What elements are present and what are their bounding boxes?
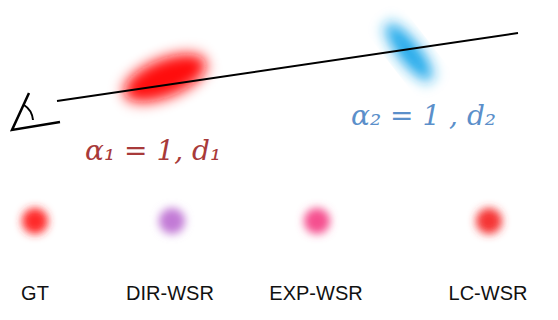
gt-dot [22, 208, 48, 234]
lc-wsr-dot [476, 208, 502, 234]
method-label: LC-WSR [449, 282, 528, 304]
alpha-one-label: α₁ = 1, d₁ [85, 136, 221, 167]
exp-wsr-dot [304, 208, 330, 234]
dir-wsr-dot [159, 208, 185, 234]
red-gaussian [117, 44, 213, 112]
alpha-two-label: α₂ = 1 , d₂ [351, 101, 496, 132]
eye-arc [24, 105, 33, 120]
method-label: GT [21, 282, 49, 304]
method-label: DIR-WSR [126, 282, 214, 304]
method-label: EXP-WSR [269, 282, 362, 304]
view-ray [57, 33, 518, 101]
eye-symbol [12, 93, 60, 130]
